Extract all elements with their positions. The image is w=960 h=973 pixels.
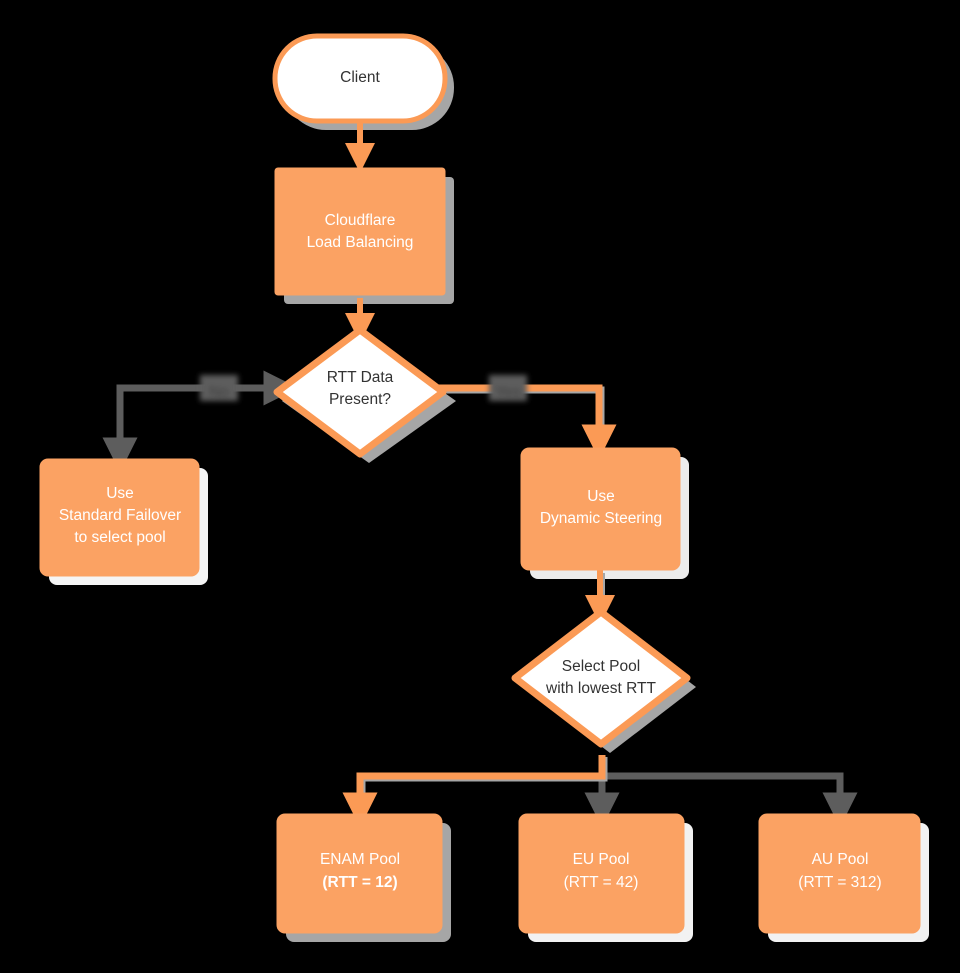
node-dynamic-steering[interactable]: Use Dynamic Steering: [520, 447, 681, 571]
node-rtt-data-present[interactable]: RTT Data Present?: [273, 326, 447, 458]
node-standard-failover-label-line1: Use: [106, 485, 134, 502]
node-dynamic-steering-shape[interactable]: [520, 447, 681, 571]
node-client-shape[interactable]: [272, 33, 448, 124]
node-au-pool[interactable]: AU Pool (RTT = 312): [758, 813, 921, 934]
edge-labels: No Yes: [200, 375, 527, 401]
node-enam-pool[interactable]: ENAM Pool (RTT = 12): [276, 813, 443, 934]
node-cloudflare-load-balancing[interactable]: Cloudflare Load Balancing: [274, 167, 446, 296]
edge-steering-to-select: [585, 570, 615, 625]
edge-select-to-au: [598, 755, 858, 828]
node-eu-pool-label-line2: (RTT = 42): [564, 874, 639, 891]
node-standard-failover[interactable]: Use Standard Failover to select pool: [39, 458, 200, 577]
node-eu-pool-label-line1: EU Pool: [573, 851, 630, 868]
node-clb-label-line2: Load Balancing: [307, 234, 414, 251]
node-select-pool-label-line1: Select Pool: [562, 658, 640, 675]
node-rtt-shape[interactable]: [273, 326, 447, 458]
node-standard-failover-shape[interactable]: [39, 458, 200, 577]
node-client[interactable]: Client: [272, 33, 448, 124]
edge-label-rtt-no-text: No: [209, 384, 229, 401]
node-eu-pool-shape[interactable]: [518, 813, 685, 934]
edge-label-rtt-yes-text: Yes: [495, 384, 521, 401]
edge-label-rtt-no: No: [200, 375, 238, 401]
edge-label-rtt-yes: Yes: [489, 375, 527, 401]
node-client-label: Client: [340, 69, 380, 86]
node-eu-pool[interactable]: EU Pool (RTT = 42): [518, 813, 685, 934]
node-dynamic-steering-label-line1: Use: [587, 488, 615, 505]
node-standard-failover-label-line3: to select pool: [74, 529, 165, 546]
node-clb-label-line1: Cloudflare: [325, 212, 396, 229]
node-clb-shape[interactable]: [274, 167, 446, 296]
node-select-pool-shape[interactable]: [511, 608, 691, 748]
node-au-pool-label-line2: (RTT = 312): [798, 874, 881, 891]
node-rtt-label-line2: Present?: [329, 391, 391, 408]
node-dynamic-steering-label-line2: Dynamic Steering: [540, 510, 662, 527]
node-enam-pool-label-line2: (RTT = 12): [322, 874, 397, 891]
node-enam-pool-shape[interactable]: [276, 813, 443, 934]
edges: [102, 121, 858, 828]
node-select-pool[interactable]: Select Pool with lowest RTT: [511, 608, 691, 748]
edge-select-to-enam: [342, 755, 608, 828]
node-au-pool-shape[interactable]: [758, 813, 921, 934]
node-select-pool-label-line2: with lowest RTT: [545, 680, 656, 697]
node-rtt-label-line1: RTT Data: [327, 369, 394, 386]
node-standard-failover-label-line2: Standard Failover: [59, 507, 181, 524]
node-au-pool-label-line1: AU Pool: [812, 851, 869, 868]
node-enam-pool-label-line1: ENAM Pool: [320, 851, 400, 868]
